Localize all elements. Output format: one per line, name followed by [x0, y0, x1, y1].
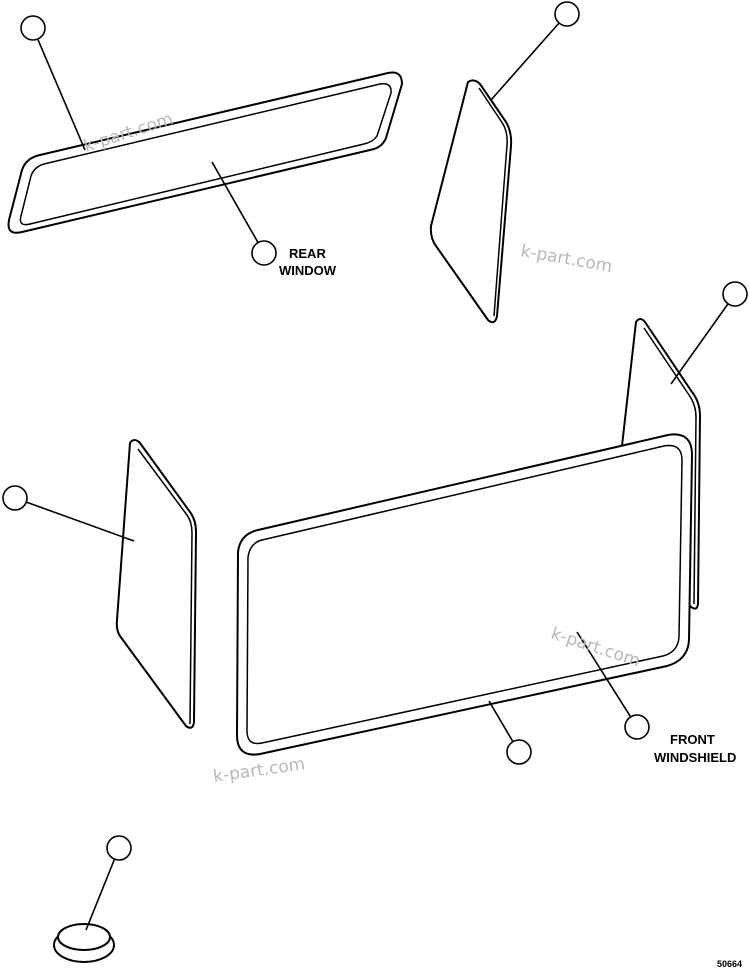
callout-round-cap [106, 835, 132, 861]
figure-code: 50664 [717, 959, 742, 969]
callout-rear-window-top [20, 15, 46, 41]
watermark: k-part.com [212, 754, 306, 787]
round-cap-part [53, 923, 115, 963]
callout-rear-window [251, 240, 277, 266]
front-windshield-label-line2: WINDSHIELD [654, 750, 736, 765]
front-windshield-label-line1: FRONT [670, 732, 715, 747]
rear-window-part [7, 71, 403, 234]
rear-window-label-line2: WINDOW [279, 263, 337, 278]
callout-right-side-glass [722, 281, 748, 307]
left-side-glass-part [115, 439, 197, 729]
callout-left-side-glass [2, 485, 28, 511]
upper-side-glass-part [429, 79, 513, 324]
callout-upper-side-glass [554, 1, 580, 27]
callout-windshield-bottom [506, 739, 532, 765]
callout-front-windshield [624, 714, 650, 740]
watermark: k-part.com [519, 241, 614, 277]
front-windshield-part [236, 433, 693, 756]
rear-window-label-line1: REAR [289, 246, 326, 261]
leader-lines [14, 13, 736, 931]
